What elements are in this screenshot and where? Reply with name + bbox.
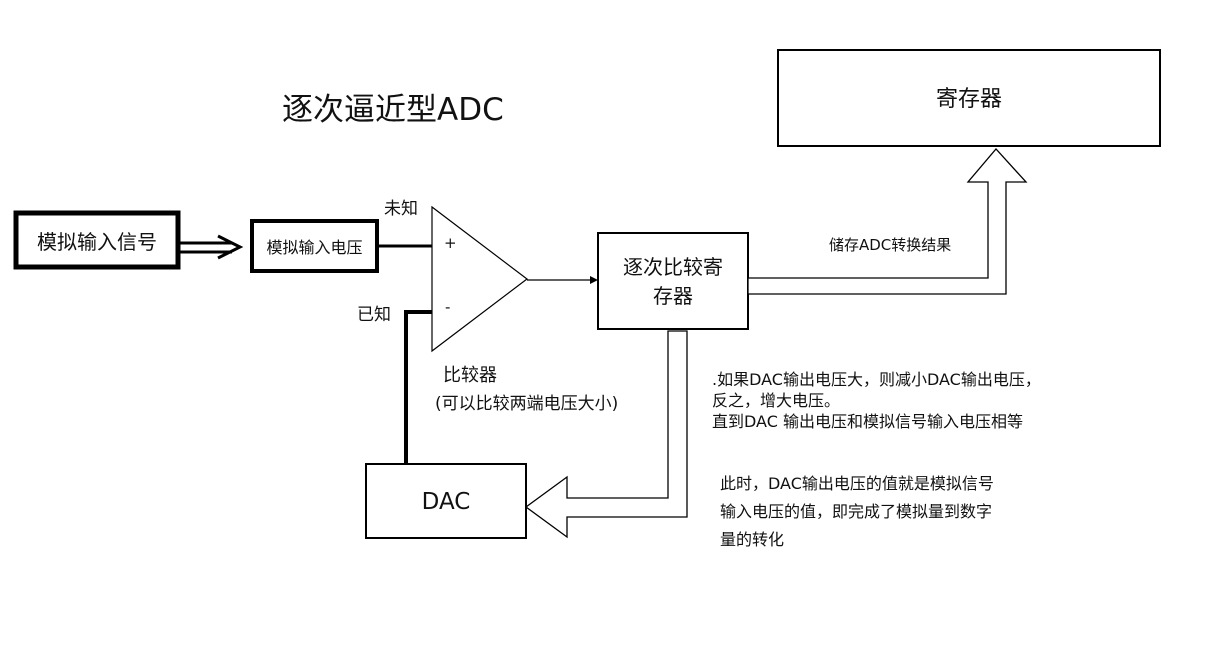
comparator-triangle [431, 205, 528, 353]
register-label: 寄存器 [935, 87, 1002, 112]
comparator-name: 比较器 [443, 365, 497, 386]
analog-input-signal-label: 模拟输入信号 [37, 229, 157, 254]
analog-input-signal-box [13, 210, 181, 270]
dac-box [365, 463, 527, 539]
conclusion-note-line-1: 此时，DAC输出电压的值就是模拟信号 [720, 474, 994, 493]
page-title: 逐次逼近型ADC [282, 92, 504, 128]
comparator-description: (可以比较两端电压大小) [435, 394, 619, 414]
sar-label-line-2: 存器 [653, 284, 693, 308]
plus-sign: + [444, 234, 457, 252]
dac-label: DAC [421, 489, 471, 515]
conclusion-note: 此时，DAC输出电压的值就是模拟信号 输入电压的值，即完成了模拟量到数字 量的转… [720, 470, 994, 554]
store-result-label: 储存ADC转换结果 [829, 236, 952, 254]
analog-input-voltage-label: 模拟输入电压 [266, 238, 363, 257]
input-arrow [178, 234, 244, 260]
sar-label: 逐次比较寄 存器 [598, 246, 748, 318]
conclusion-note-line-2: 输入电压的值，即完成了模拟量到数字 [720, 502, 993, 521]
feedback-note-line-2: 反之，增大电压。 [712, 391, 841, 410]
store-result-arrow [747, 148, 1028, 295]
feedback-note: .如果DAC输出电压大，则减小DAC输出电压， 反之，增大电压。 直到DAC 输… [712, 369, 1041, 432]
known-label: 已知 [357, 305, 391, 325]
sar-label-line-1: 逐次比较寄 [623, 255, 723, 279]
feedback-line [404, 310, 432, 464]
unknown-label: 未知 [384, 199, 418, 219]
minus-sign: - [445, 298, 451, 316]
register-box [777, 49, 1161, 147]
feedback-note-line-1: .如果DAC输出电压大，则减小DAC输出电压， [712, 370, 1041, 389]
sar-to-dac-arrow [524, 330, 688, 539]
conclusion-note-line-3: 量的转化 [720, 530, 785, 549]
feedback-note-line-3: 直到DAC 输出电压和模拟信号输入电压相等 [712, 412, 1023, 431]
comparator-output-arrowhead [590, 276, 598, 284]
